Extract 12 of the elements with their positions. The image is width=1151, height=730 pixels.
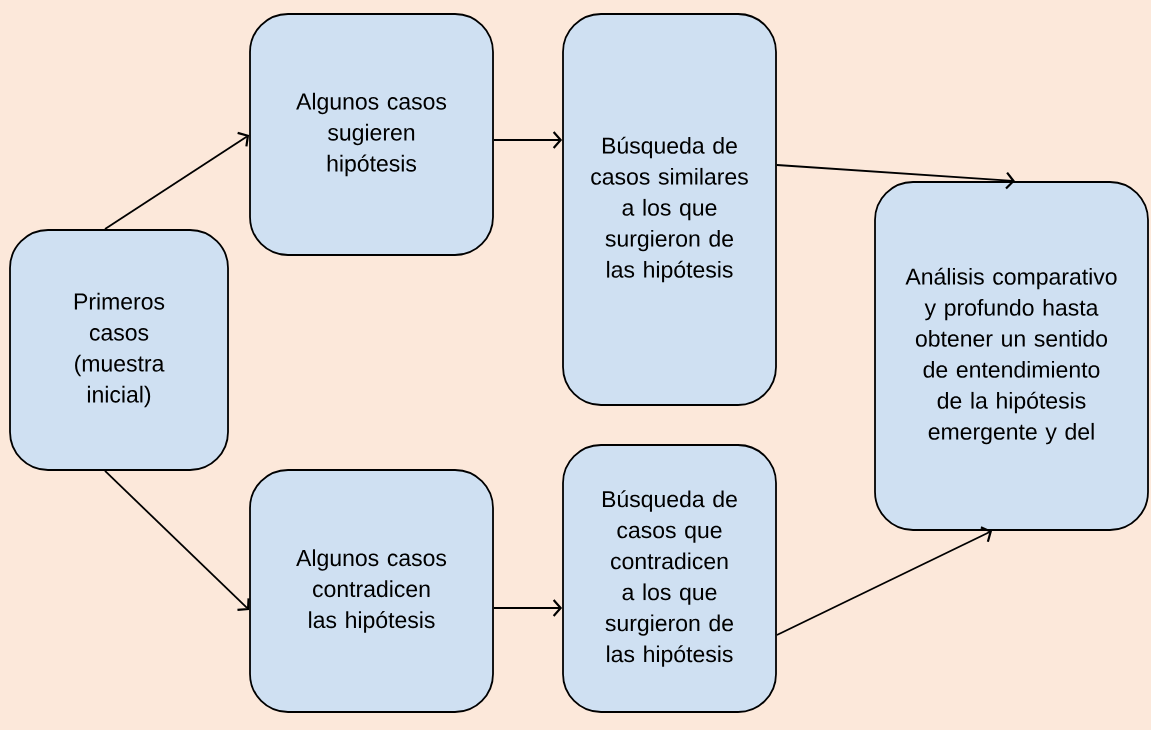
arrow: [104, 470, 250, 611]
process-box: Primeros casos (muestra inicial): [9, 229, 229, 471]
process-box: Búsqueda de casos similares a los que surgieron de las hipótesis: [562, 13, 777, 406]
arrow: [493, 599, 563, 617]
arrow: [493, 131, 563, 149]
arrow: [776, 164, 1015, 190]
process-box: Algunos casos sugieren hipótesis: [249, 13, 494, 256]
process-box: Análisis comparativo y profundo hasta obtener un sentido de entendimiento de la hipótesis emergente y del: [874, 181, 1149, 531]
process-box: Búsqueda de casos que contradicen a los que surgieron de las hipótesis: [562, 444, 777, 713]
process-box: Algunos casos contradicen las hipótesis: [249, 469, 494, 713]
arrow: [104, 131, 250, 230]
arrow: [776, 526, 992, 636]
